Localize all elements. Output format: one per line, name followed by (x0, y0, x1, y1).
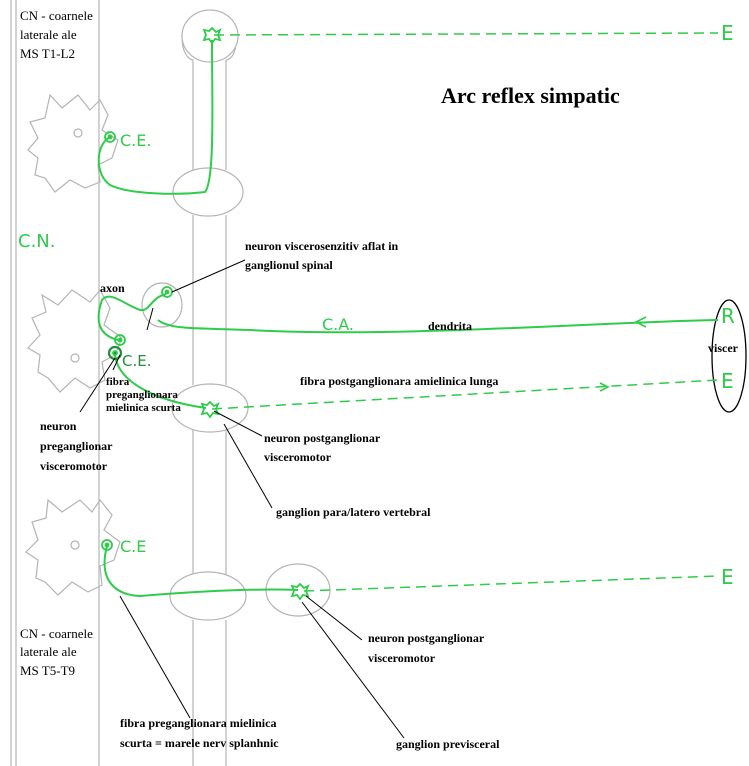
fibra-scurta-line-1: fibra (106, 376, 130, 388)
postganglionic-neuron-middle (200, 400, 220, 419)
direction-arrows (599, 316, 647, 392)
chain-ganglion-bottom (169, 571, 247, 621)
neuron-postg-2-line-2: visceromotor (368, 651, 436, 665)
postganglionic-fibers (211, 32, 719, 592)
neuron-preg-line-3: visceromotor (40, 459, 108, 473)
neuron-viscerosenzitiv-line-2: ganglionul spinal (245, 258, 333, 272)
leader-neuron-postg-2 (305, 595, 363, 641)
splanhnic-line-2: scurta = marele nerv splanhnic (120, 736, 279, 750)
dendrita-label: dendrita (428, 319, 472, 333)
diagram-title: Arc reflex simpatic (441, 83, 620, 108)
sensory-axon (97, 293, 167, 341)
gray-matter-top (27, 93, 119, 193)
fibra-scurta-line-3: mielinica scurta (106, 402, 181, 414)
neuron-postg-2-line-1: neuron postganglionar (368, 631, 485, 645)
postganglionic-arrow (599, 382, 610, 392)
nerve-fibers (97, 39, 719, 598)
receptor-label: R (721, 304, 735, 328)
axon-label: axon (100, 281, 125, 295)
postganglionic-neuron-bottom (290, 582, 310, 601)
ce-middle-label: C.E. (122, 352, 152, 370)
cn-side-label: C.N. (18, 231, 55, 252)
effector-bottom: E (721, 565, 734, 589)
ganglion-previsceral-label: ganglion previsceral (396, 737, 500, 751)
neuron-postg-1-line-1: neuron postganglionar (264, 431, 381, 445)
leader-splanhnic (119, 595, 191, 719)
postganglionic-fiber-bottom (303, 575, 719, 592)
cn-top-line-1: CN - coarnele (20, 8, 93, 23)
dendrite-arrow (634, 316, 647, 328)
ce-neuron-top (104, 131, 116, 143)
preganglionic-fiber-middle (114, 354, 207, 409)
leader-neuron-preg (79, 357, 116, 413)
gray-matter-bottom (25, 498, 121, 596)
splanhnic-line-1: fibra preganglionara mielinica (120, 716, 276, 730)
neuron-viscerosenzitiv-line-1: neuron viscerosenzitiv aflat in (245, 239, 399, 253)
neuron-preg-line-2: preganglionar (40, 439, 113, 453)
ca-label: C.A. (322, 315, 354, 334)
effector-middle: E (721, 369, 734, 393)
effector-top: E (721, 21, 734, 45)
cn-bottom-line-3: MS T5-T9 (20, 663, 75, 678)
preganglionic-neuron-a (114, 334, 126, 346)
leader-neuron-postg (213, 410, 263, 437)
postganglionic-fiber-middle (211, 379, 719, 410)
leader-ganglion-prev (301, 601, 405, 739)
postganglionic-fiber-top (213, 32, 719, 36)
chain-ganglia (141, 9, 331, 621)
gray-matter-shapes (25, 93, 123, 596)
ce-bottom-label: C.E (120, 537, 146, 556)
neuron-preg-line-1: neuron (40, 419, 77, 433)
preganglionic-fiber-top (97, 39, 214, 195)
cn-top-line-2: laterale ale (20, 27, 77, 42)
postganglionic-neuron-top (202, 26, 222, 45)
ce-neuron-bottom (101, 539, 113, 551)
ganglion-para-label: ganglion para/latero vertebral (276, 505, 431, 519)
fibra-scurta-line-2: preganglionara (106, 389, 178, 401)
viscera-oval (711, 299, 747, 413)
leader-lines (79, 259, 405, 739)
fibra-postg-lunga-label: fibra postganglionara amielinica lunga (300, 374, 498, 388)
chain-ganglion-upper (172, 167, 244, 217)
cn-bottom-line-1: CN - coarnele (20, 626, 93, 641)
leader-dendrite-ganglion (146, 307, 154, 331)
leader-fibra-scurta (112, 354, 121, 371)
neuron-postg-1-line-2: visceromotor (264, 450, 332, 464)
gray-matter-middle (27, 288, 123, 393)
sensory-dendrite (157, 319, 719, 334)
viscer-label: viscer (708, 341, 739, 355)
ce-top-label: C.E. (120, 131, 151, 150)
chain-ganglion-top (181, 9, 239, 63)
preganglionic-fiber-bottom (103, 545, 299, 598)
neuron-bodies (101, 26, 310, 601)
preganglionic-neuron-b (107, 345, 123, 361)
cn-top-line-3: MS T1-L2 (20, 46, 75, 61)
leader-ganglion-para (223, 423, 273, 509)
leader-viscerosenzitiv (171, 259, 246, 293)
cn-bottom-line-2: laterale ale (20, 644, 77, 659)
chain-ganglion-middle (171, 383, 249, 433)
